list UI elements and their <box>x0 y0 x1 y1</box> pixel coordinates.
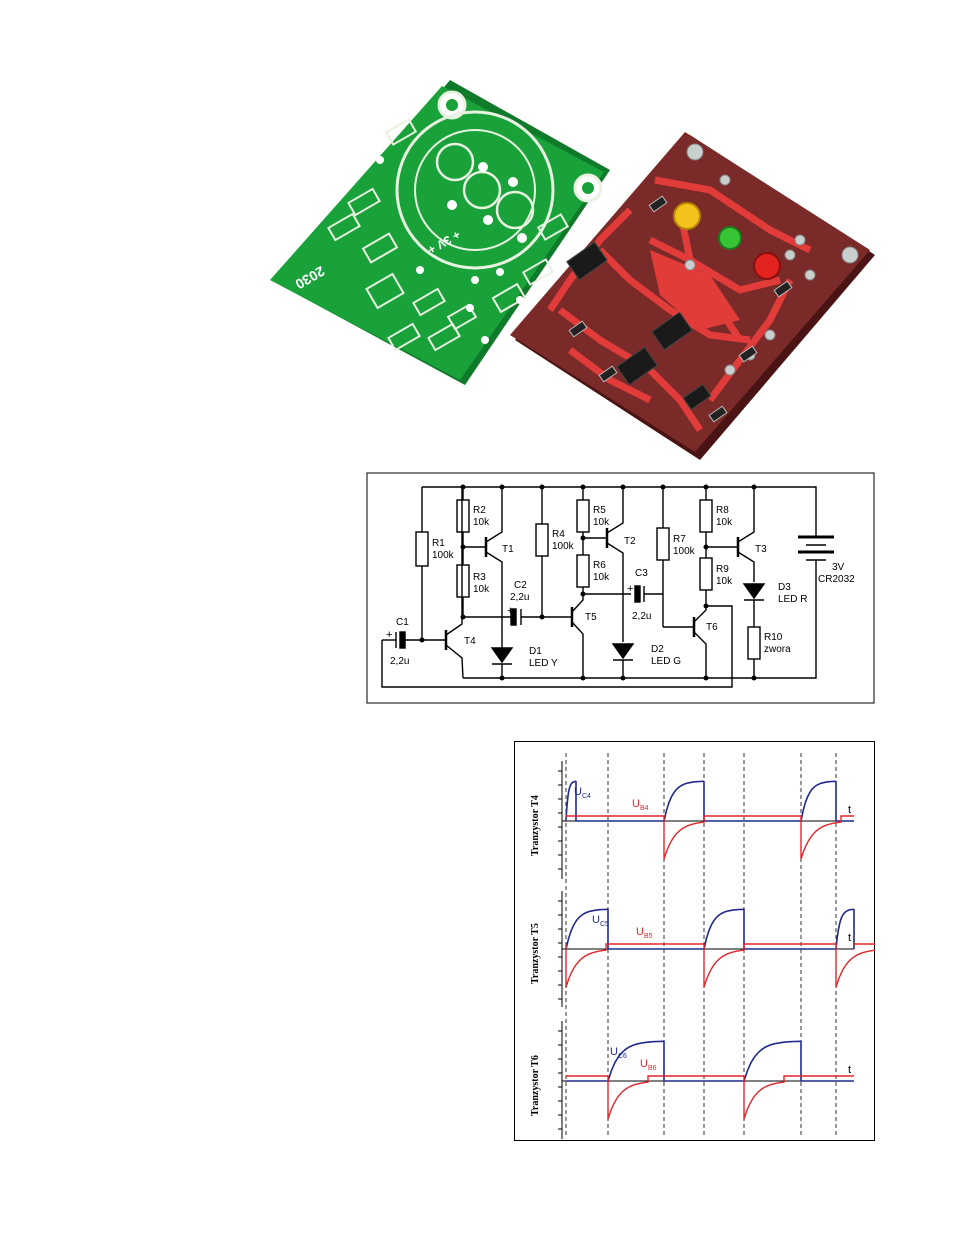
d2-value: LED G <box>651 656 681 667</box>
r6-value: 10k <box>593 572 610 583</box>
c3-plus-sign: + <box>627 583 633 595</box>
c3-value: 2,2u <box>632 611 651 622</box>
c1-value: 2,2u <box>390 656 409 667</box>
base-label-sub-1: B5 <box>644 933 653 940</box>
r3-ref: R3 <box>473 572 486 583</box>
t4-label: T4 <box>464 636 476 647</box>
r8-ref: R8 <box>716 505 729 516</box>
battery-voltage: 3V <box>832 562 845 573</box>
base-waveform-2 <box>566 1075 854 1120</box>
battery-type: CR2032 <box>818 574 855 585</box>
panel-ylabel-1: Tranzystor T5 <box>530 923 541 984</box>
d1-value: LED Y <box>529 658 558 669</box>
r4-value: 100k <box>552 541 575 552</box>
d3-value: LED R <box>778 594 807 605</box>
t-axis-label-1: t <box>848 932 851 944</box>
panel-ylabel-0: Tranzystor T4 <box>530 795 541 856</box>
collector-waveform-0 <box>565 780 854 822</box>
collector-label-sub-2: C6 <box>618 1053 627 1060</box>
t6-label: T6 <box>706 622 718 633</box>
r6-ref: R6 <box>593 560 606 571</box>
collector-label-sub-1: C5 <box>600 921 609 928</box>
c1-ref: C1 <box>396 617 409 628</box>
r7-ref: R7 <box>673 534 686 545</box>
r5-value: 10k <box>593 517 610 528</box>
r9-value: 10k <box>716 576 733 587</box>
c2-plus-sign: + <box>507 605 513 617</box>
c2-value: 2,2u <box>510 592 529 603</box>
collector-waveform-2 <box>566 1040 854 1082</box>
assembled-board <box>510 132 875 460</box>
base-waveform-1 <box>565 943 875 988</box>
collector-label-sub-0: C4 <box>582 793 591 800</box>
t-axis-label-0: t <box>848 804 851 816</box>
base-waveform-0 <box>566 815 854 860</box>
d2-ref: D2 <box>651 644 664 655</box>
r2-value: 10k <box>473 517 490 528</box>
t3-label: T3 <box>755 544 767 555</box>
t2-label: T2 <box>624 536 636 547</box>
base-label-sub-0: B4 <box>640 805 649 812</box>
r1-value: 100k <box>432 550 455 561</box>
r10-ref: R10 <box>764 632 783 643</box>
collector-waveform-1 <box>565 908 855 950</box>
r10-value: zwora <box>764 644 791 655</box>
t1-label: T1 <box>502 544 514 555</box>
red-led <box>753 252 781 280</box>
r7-value: 100k <box>673 546 696 557</box>
yellow-led <box>673 202 701 230</box>
c2-ref: C2 <box>514 580 527 591</box>
pcb-photo: 2030 + 3V + <box>270 80 875 460</box>
r5-ref: R5 <box>593 505 606 516</box>
t5-label: T5 <box>585 612 597 623</box>
c1-plus-sign: + <box>386 629 392 641</box>
c3-ref: C3 <box>635 568 648 579</box>
d3-ref: D3 <box>778 582 791 593</box>
bare-green-board: 2030 + 3V + <box>270 80 610 385</box>
r2-ref: R2 <box>473 505 486 516</box>
d1-ref: D1 <box>529 646 542 657</box>
circuit-schematic: + + + R1 100k R2 10k R3 10k R4 100k R5 1… <box>366 472 875 704</box>
green-led <box>718 226 742 250</box>
r9-ref: R9 <box>716 564 729 575</box>
t-axis-label-2: t <box>848 1064 851 1076</box>
r3-value: 10k <box>473 584 490 595</box>
panel-ylabel-2: Tranzystor T6 <box>530 1055 541 1116</box>
r1-ref: R1 <box>432 538 445 549</box>
r8-value: 10k <box>716 517 733 528</box>
base-label-sub-2: B6 <box>648 1065 657 1072</box>
r4-ref: R4 <box>552 529 565 540</box>
